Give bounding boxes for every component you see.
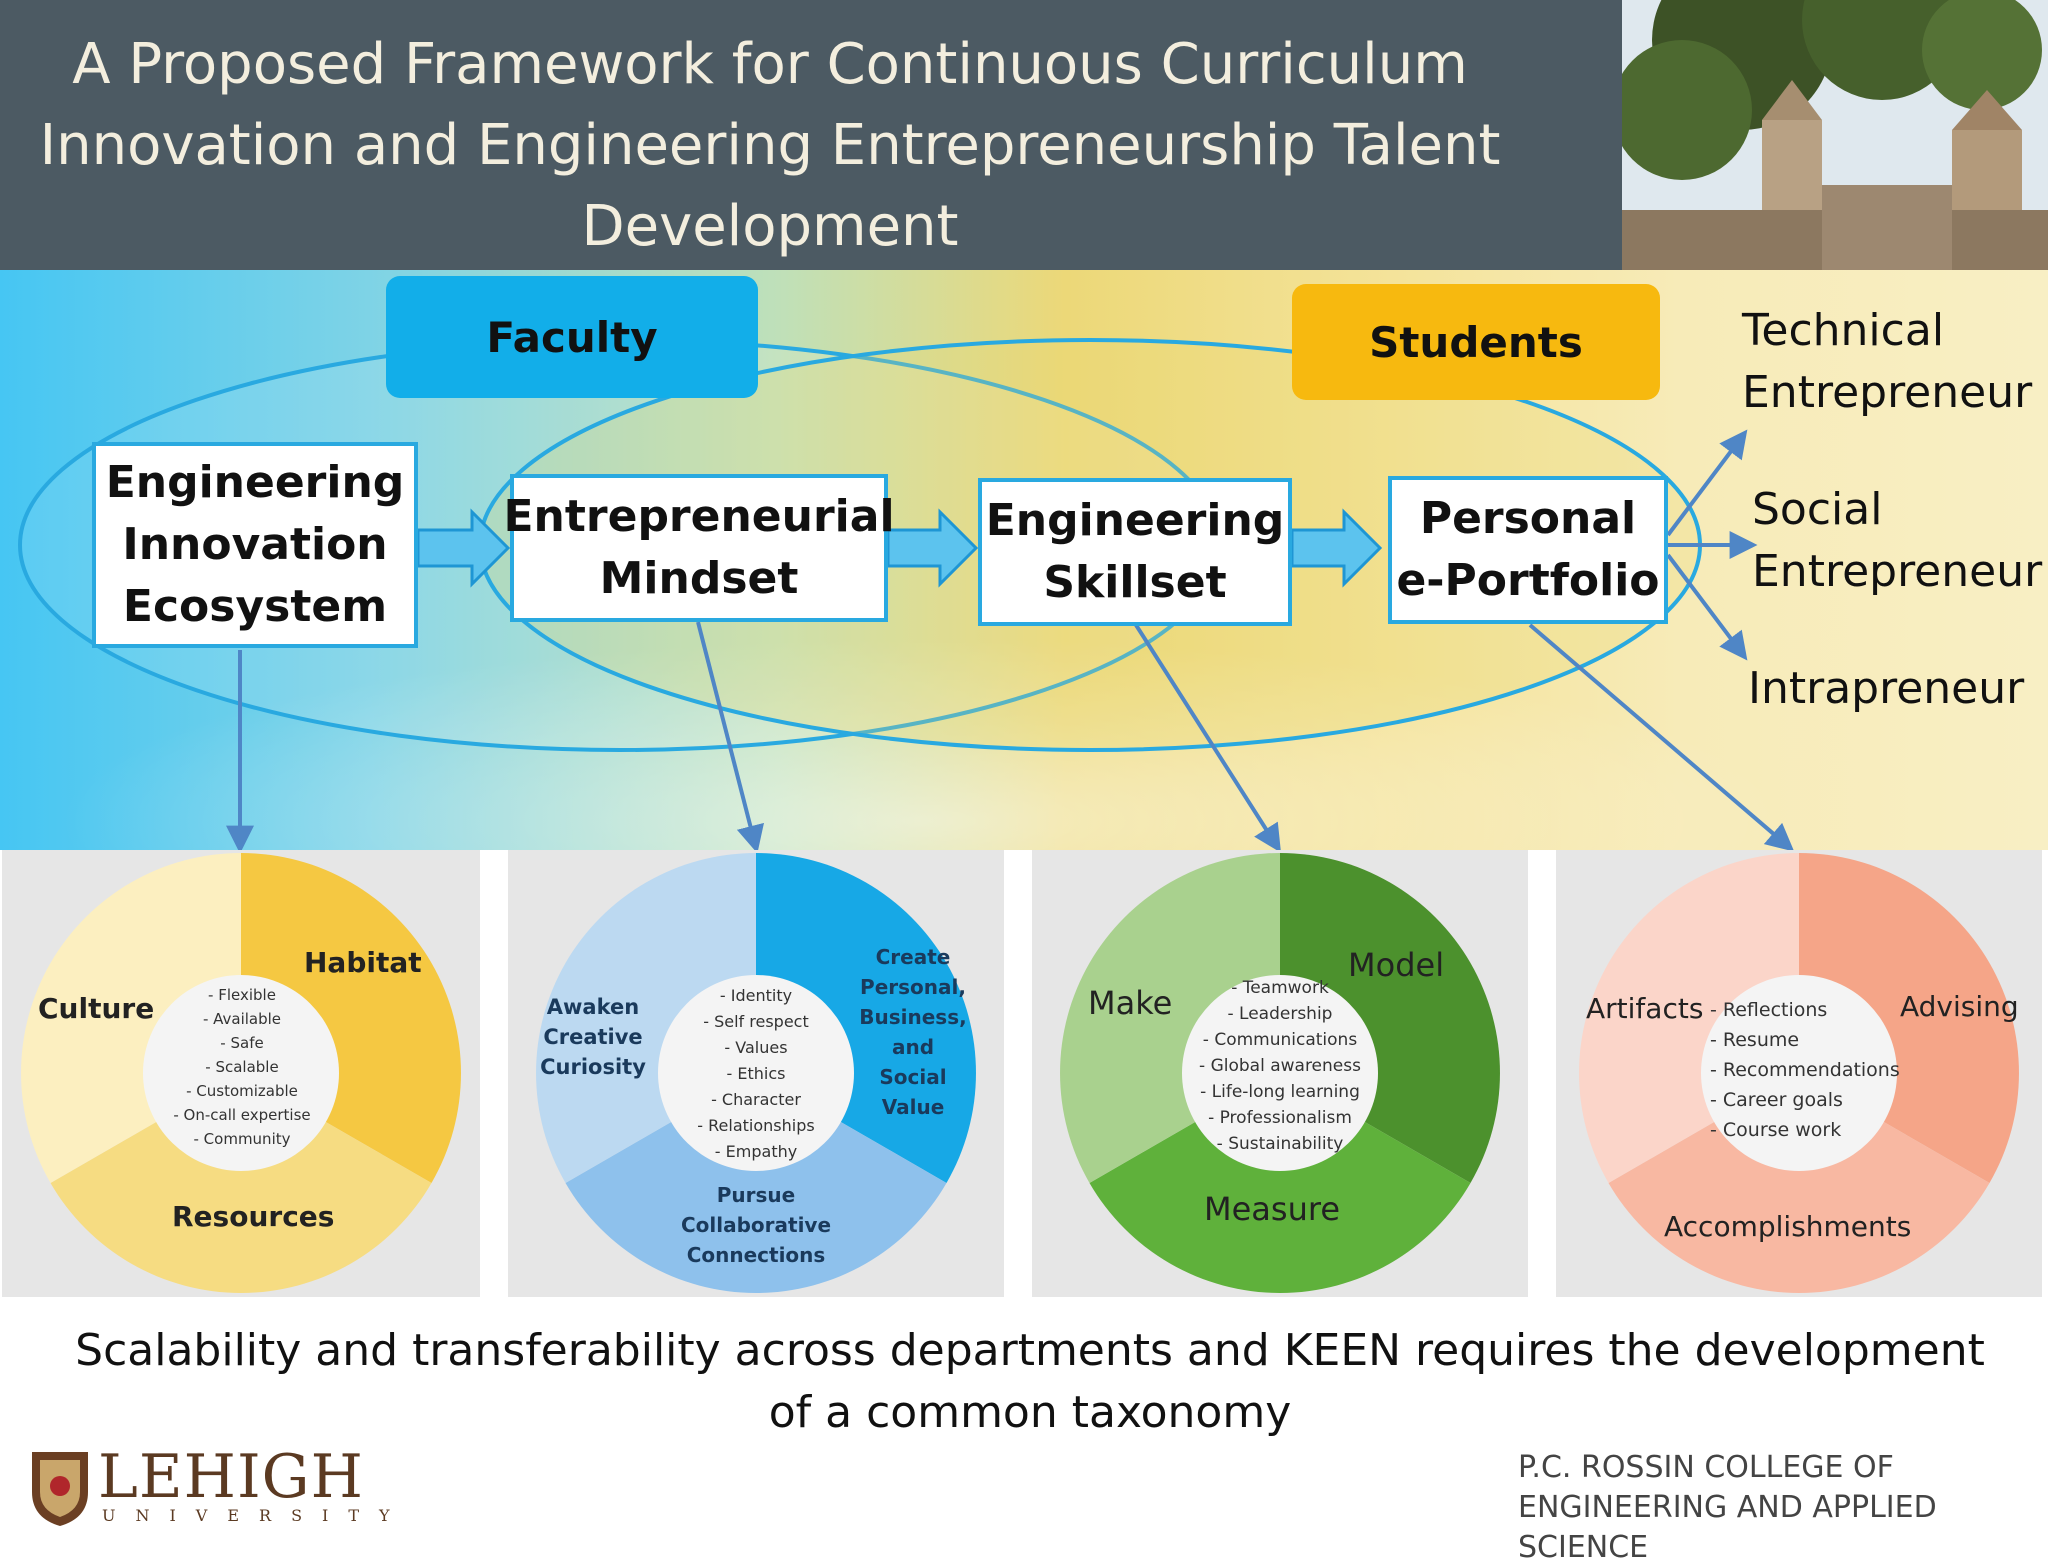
skillset-panel: Model Make Measure - Teamwork - Leadersh…: [1032, 850, 1528, 1297]
portfolio-items: - Reflections - Resume - Recommendations…: [1710, 999, 1900, 1141]
segment-awaken-curiosity: Awaken Creative Curiosity: [540, 995, 646, 1079]
outcome-social-entrepreneur: Social Entrepreneur: [1752, 484, 2043, 597]
title-bar: A Proposed Framework for Continuous Curr…: [0, 0, 1622, 270]
skillset-items: - Teamwork - Leadership - Communications…: [1199, 978, 1361, 1154]
segment-model: Model: [1348, 946, 1445, 984]
ecosystem-donut: [21, 853, 461, 1293]
lehigh-logo: LEHIGH UNIVERSITY: [28, 1442, 390, 1528]
slide-title: A Proposed Framework for Continuous Curr…: [39, 32, 1501, 259]
segment-measure: Measure: [1204, 1190, 1340, 1228]
portfolio-panel: Advising Artifacts Accomplishments - Ref…: [1556, 850, 2042, 1297]
ecosystem-panel: Habitat Culture Resources - Flexible - A…: [2, 850, 480, 1297]
mindset-donut: [536, 853, 976, 1293]
segment-advising: Advising: [1900, 990, 2019, 1023]
skillset-box: Engineering Skillset: [978, 478, 1292, 626]
ecosystem-box: Engineering Innovation Ecosystem: [92, 442, 418, 648]
faculty-tag: Faculty: [386, 276, 758, 398]
taxonomy-note: Scalability and transferability across d…: [75, 1325, 1985, 1438]
lehigh-shield-icon: [32, 1452, 88, 1526]
mindset-box: Entrepreneurial Mindset: [503, 474, 895, 622]
segment-artifacts: Artifacts: [1586, 992, 1704, 1025]
segment-create-value: Create Personal, Business, and Social Va…: [859, 945, 967, 1119]
ecosystem-items: - Flexible - Available - Safe - Scalable…: [173, 986, 311, 1148]
lehigh-subtitle: UNIVERSITY: [102, 1506, 410, 1525]
segment-accomplishments: Accomplishments: [1664, 1210, 1912, 1243]
portfolio-box: Personal e-Portfolio: [1388, 476, 1668, 624]
outcome-technical-entrepreneur: Technical Entrepreneur: [1742, 305, 2033, 418]
segment-culture: Culture: [38, 992, 155, 1025]
outcome-intrapreneur: Intrapreneur: [1748, 663, 2025, 714]
segment-pursue-connections: Pursue Collaborative Connections: [680, 1183, 832, 1267]
lehigh-wordmark: LEHIGH: [98, 1442, 364, 1512]
segment-resources: Resources: [172, 1200, 335, 1233]
college-name: P.C. ROSSIN COLLEGE OF ENGINEERING AND A…: [1518, 1450, 1937, 1565]
campus-photo: [1622, 0, 2048, 270]
segment-make: Make: [1088, 984, 1173, 1022]
students-tag: Students: [1292, 284, 1660, 400]
segment-habitat: Habitat: [304, 946, 422, 979]
mindset-panel: Create Personal, Business, and Social Va…: [508, 850, 1004, 1297]
mindset-items: - Identity - Self respect - Values - Eth…: [697, 986, 815, 1161]
portfolio-donut: [1579, 853, 2019, 1293]
skillset-donut: [1060, 853, 1500, 1293]
